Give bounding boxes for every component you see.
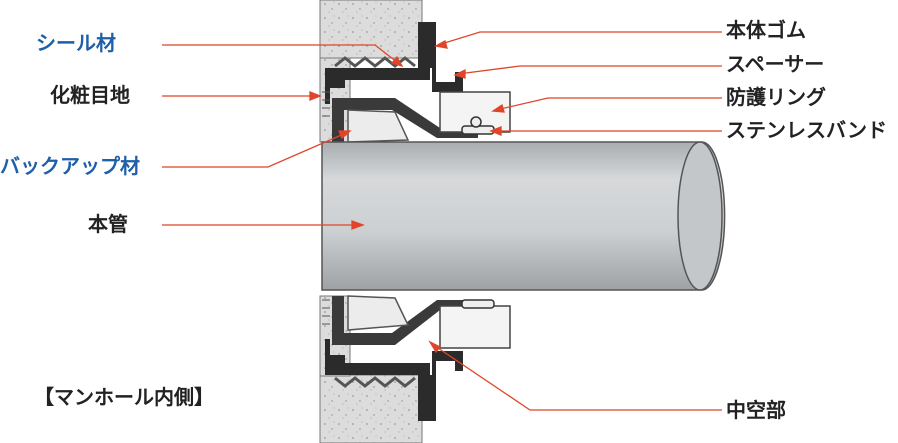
rubber-flange-top <box>325 68 430 104</box>
seal-material-top <box>334 56 416 68</box>
protect-ring-bottom <box>439 305 511 349</box>
concrete-wall-upper <box>319 0 423 59</box>
label-rubber-body: 本体ゴム <box>726 18 806 42</box>
label-decorative-joint: 化粧目地 <box>50 83 130 107</box>
label-main-pipe: 本管 <box>88 212 128 236</box>
label-protect-ring: 防護リング <box>726 85 826 109</box>
caption-manhole-inside: 【マンホール内側】 <box>34 385 214 409</box>
rubber-flange-bottom <box>325 339 430 375</box>
label-backup-material: バックアップ材 <box>0 154 140 178</box>
band-bolt-top <box>470 116 482 128</box>
label-hollow: 中空部 <box>726 398 786 422</box>
seal-material-bottom <box>334 376 416 388</box>
main-pipe <box>321 141 726 291</box>
label-spacer: スペーサー <box>726 52 825 76</box>
rubber-body-bottom <box>418 351 463 421</box>
leader-lines <box>162 31 722 411</box>
label-seal-material: シール材 <box>36 31 116 55</box>
backup-material-bottom <box>347 295 410 331</box>
main-pipe-end <box>677 141 723 291</box>
backup-material-top <box>347 109 410 143</box>
rubber-body-top <box>418 22 463 92</box>
stainless-band-bottom <box>461 299 495 309</box>
joint-ticks <box>322 91 330 325</box>
label-stainless-band: ステンレスバンド <box>726 118 887 142</box>
